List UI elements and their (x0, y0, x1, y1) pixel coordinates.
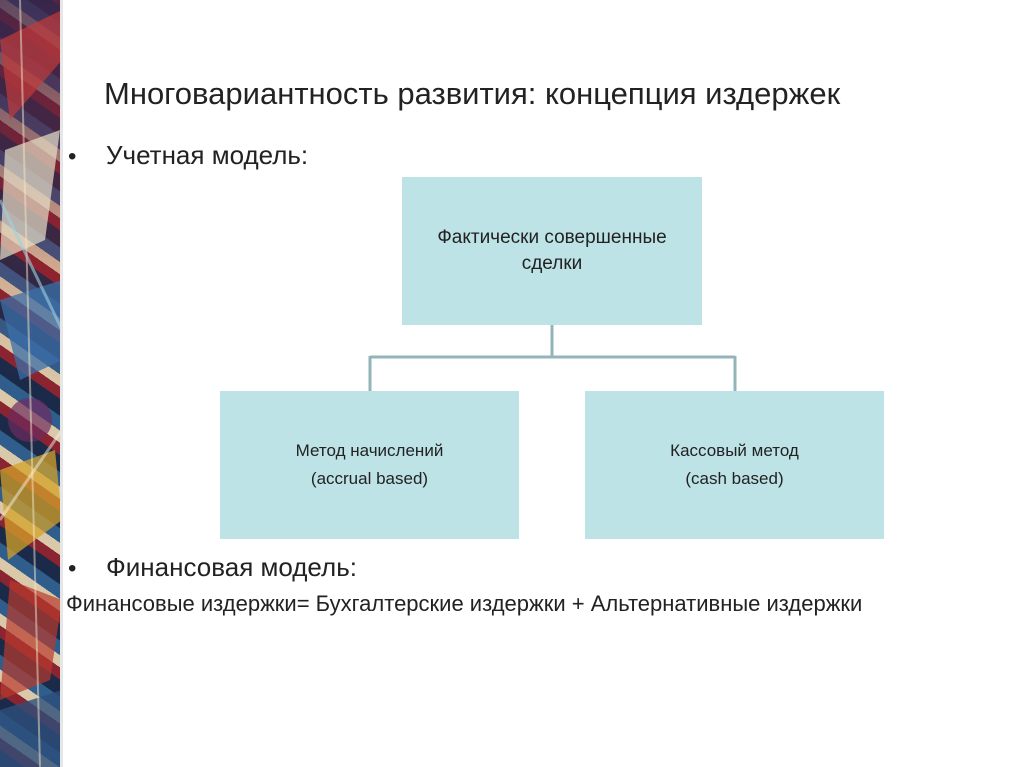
abstract-art-image (0, 0, 62, 767)
diagram-box-actual-transactions: Фактически совершенные сделки (402, 177, 702, 325)
box-text-line-1: Фактически совершенные (437, 227, 667, 248)
bullet-marker: • (68, 143, 77, 170)
box-text-line-2: (cash based) (685, 469, 784, 488)
financial-costs-formula: Финансовые издержки= Бухгалтерские издер… (66, 591, 863, 616)
box-text-line-1: Метод начислений (295, 441, 444, 460)
bullet-financial-model: • Финансовая модель: (68, 552, 357, 583)
slide-title: Многовариантность развития: концепция из… (104, 76, 841, 111)
decorative-art-strip (0, 0, 62, 767)
box-text-line-2: (accrual based) (310, 469, 429, 488)
box-text-line-2: сделки (521, 253, 583, 274)
diagram-box-accrual-method: Метод начислений (accrual based) (220, 391, 519, 539)
art-strip-edge (60, 0, 63, 767)
diagram-box-cash-method: Кассовый метод (cash based) (585, 391, 884, 539)
bullet-text: Финансовая модель: (106, 552, 357, 582)
bullet-accounting-model: • Учетная модель: (68, 140, 308, 171)
bullet-marker: • (68, 555, 77, 582)
bullet-text: Учетная модель: (106, 140, 309, 170)
box-text-line-1: Кассовый метод (670, 441, 799, 460)
